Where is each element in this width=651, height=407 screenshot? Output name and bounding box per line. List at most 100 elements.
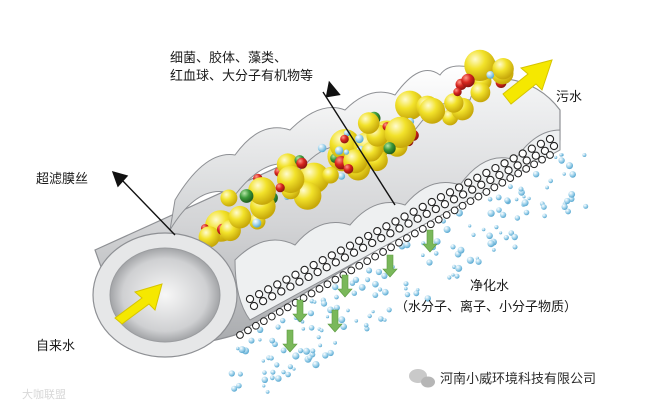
water-molecule bbox=[308, 325, 315, 331]
particle bbox=[343, 164, 354, 174]
water-molecule bbox=[404, 291, 411, 298]
particle bbox=[228, 205, 252, 229]
pore bbox=[490, 183, 499, 192]
pore bbox=[434, 215, 443, 224]
water-molecule bbox=[386, 307, 392, 313]
pore bbox=[304, 272, 313, 282]
water-molecule bbox=[307, 355, 313, 361]
water-molecule bbox=[367, 313, 372, 319]
water-molecule bbox=[583, 203, 589, 209]
pore bbox=[418, 224, 427, 233]
water-molecule bbox=[313, 300, 317, 304]
particle bbox=[293, 182, 322, 210]
water-molecule bbox=[287, 364, 293, 370]
pore bbox=[454, 183, 464, 192]
tube-opening-inner bbox=[109, 247, 221, 343]
water-molecule bbox=[338, 316, 346, 324]
water-molecule bbox=[269, 375, 275, 381]
pore bbox=[363, 257, 372, 266]
water-molecule bbox=[451, 273, 455, 277]
pore bbox=[427, 197, 436, 207]
pore bbox=[449, 195, 459, 204]
pore bbox=[358, 243, 368, 252]
pore bbox=[422, 209, 431, 219]
green-arrow-icon bbox=[292, 299, 308, 323]
pore bbox=[531, 151, 540, 160]
water-molecule bbox=[487, 209, 495, 217]
pore bbox=[527, 144, 536, 153]
water-molecule bbox=[512, 244, 518, 250]
leader-lines bbox=[111, 80, 396, 236]
water-molecule bbox=[514, 215, 521, 221]
pore bbox=[322, 263, 331, 272]
water-molecule bbox=[565, 208, 571, 215]
water-molecule bbox=[352, 276, 360, 283]
water-molecule bbox=[548, 178, 553, 184]
water-molecule bbox=[499, 231, 503, 235]
particle bbox=[384, 116, 417, 148]
water-molecule bbox=[312, 361, 320, 369]
pore bbox=[504, 166, 513, 175]
water-molecule bbox=[500, 211, 507, 218]
water-molecule bbox=[275, 324, 281, 330]
particle bbox=[361, 141, 382, 162]
water-molecule bbox=[319, 328, 324, 333]
pore bbox=[282, 275, 291, 284]
particle bbox=[444, 93, 464, 113]
water-molecule bbox=[261, 359, 265, 363]
water-molecule bbox=[237, 371, 243, 377]
pore bbox=[426, 220, 435, 229]
pore bbox=[387, 243, 395, 252]
water-molecule bbox=[381, 272, 388, 279]
particle bbox=[252, 218, 262, 228]
water-molecule bbox=[351, 290, 357, 296]
pore bbox=[364, 231, 373, 241]
pore bbox=[514, 169, 523, 178]
green-arrow-icon bbox=[422, 229, 438, 253]
pore bbox=[450, 206, 459, 215]
pore bbox=[473, 173, 482, 182]
water-molecule bbox=[382, 288, 389, 296]
particle bbox=[461, 73, 475, 88]
water-molecule bbox=[354, 319, 359, 323]
pore bbox=[498, 178, 507, 187]
pore bbox=[354, 236, 364, 245]
wechat-icon bbox=[409, 369, 435, 388]
water-molecule bbox=[383, 318, 387, 322]
pore bbox=[377, 233, 386, 243]
pore bbox=[540, 146, 550, 155]
pore bbox=[336, 246, 346, 255]
water-molecule bbox=[454, 273, 460, 279]
pore bbox=[331, 258, 340, 267]
particle bbox=[334, 146, 344, 155]
water-molecule bbox=[265, 390, 270, 394]
water-molecule bbox=[487, 240, 495, 248]
water-molecule bbox=[447, 275, 452, 280]
water-molecule bbox=[358, 284, 366, 291]
water-molecule bbox=[274, 362, 280, 368]
pore bbox=[355, 261, 364, 270]
water-molecule bbox=[568, 191, 576, 198]
pore bbox=[283, 303, 292, 312]
pore bbox=[466, 197, 475, 206]
feed-water-label: 自来水 bbox=[36, 339, 75, 354]
water-molecule bbox=[481, 227, 486, 232]
pore bbox=[509, 154, 518, 163]
water-molecule bbox=[280, 347, 287, 354]
water-molecule bbox=[333, 340, 337, 345]
pore bbox=[331, 275, 340, 284]
water-molecule bbox=[569, 171, 576, 178]
water-molecule bbox=[285, 371, 291, 378]
pore bbox=[315, 284, 324, 293]
purified-water-detail: （水分子、离子、小分子物质） bbox=[395, 299, 577, 315]
water-molecule bbox=[508, 230, 515, 236]
water-molecule bbox=[521, 199, 529, 207]
water-molecule bbox=[450, 244, 456, 250]
pore bbox=[327, 251, 336, 260]
water-molecule bbox=[495, 194, 502, 201]
pore bbox=[458, 190, 468, 199]
water-molecule bbox=[261, 376, 268, 383]
pore bbox=[413, 214, 422, 223]
pore bbox=[431, 204, 440, 214]
pore bbox=[522, 164, 531, 173]
